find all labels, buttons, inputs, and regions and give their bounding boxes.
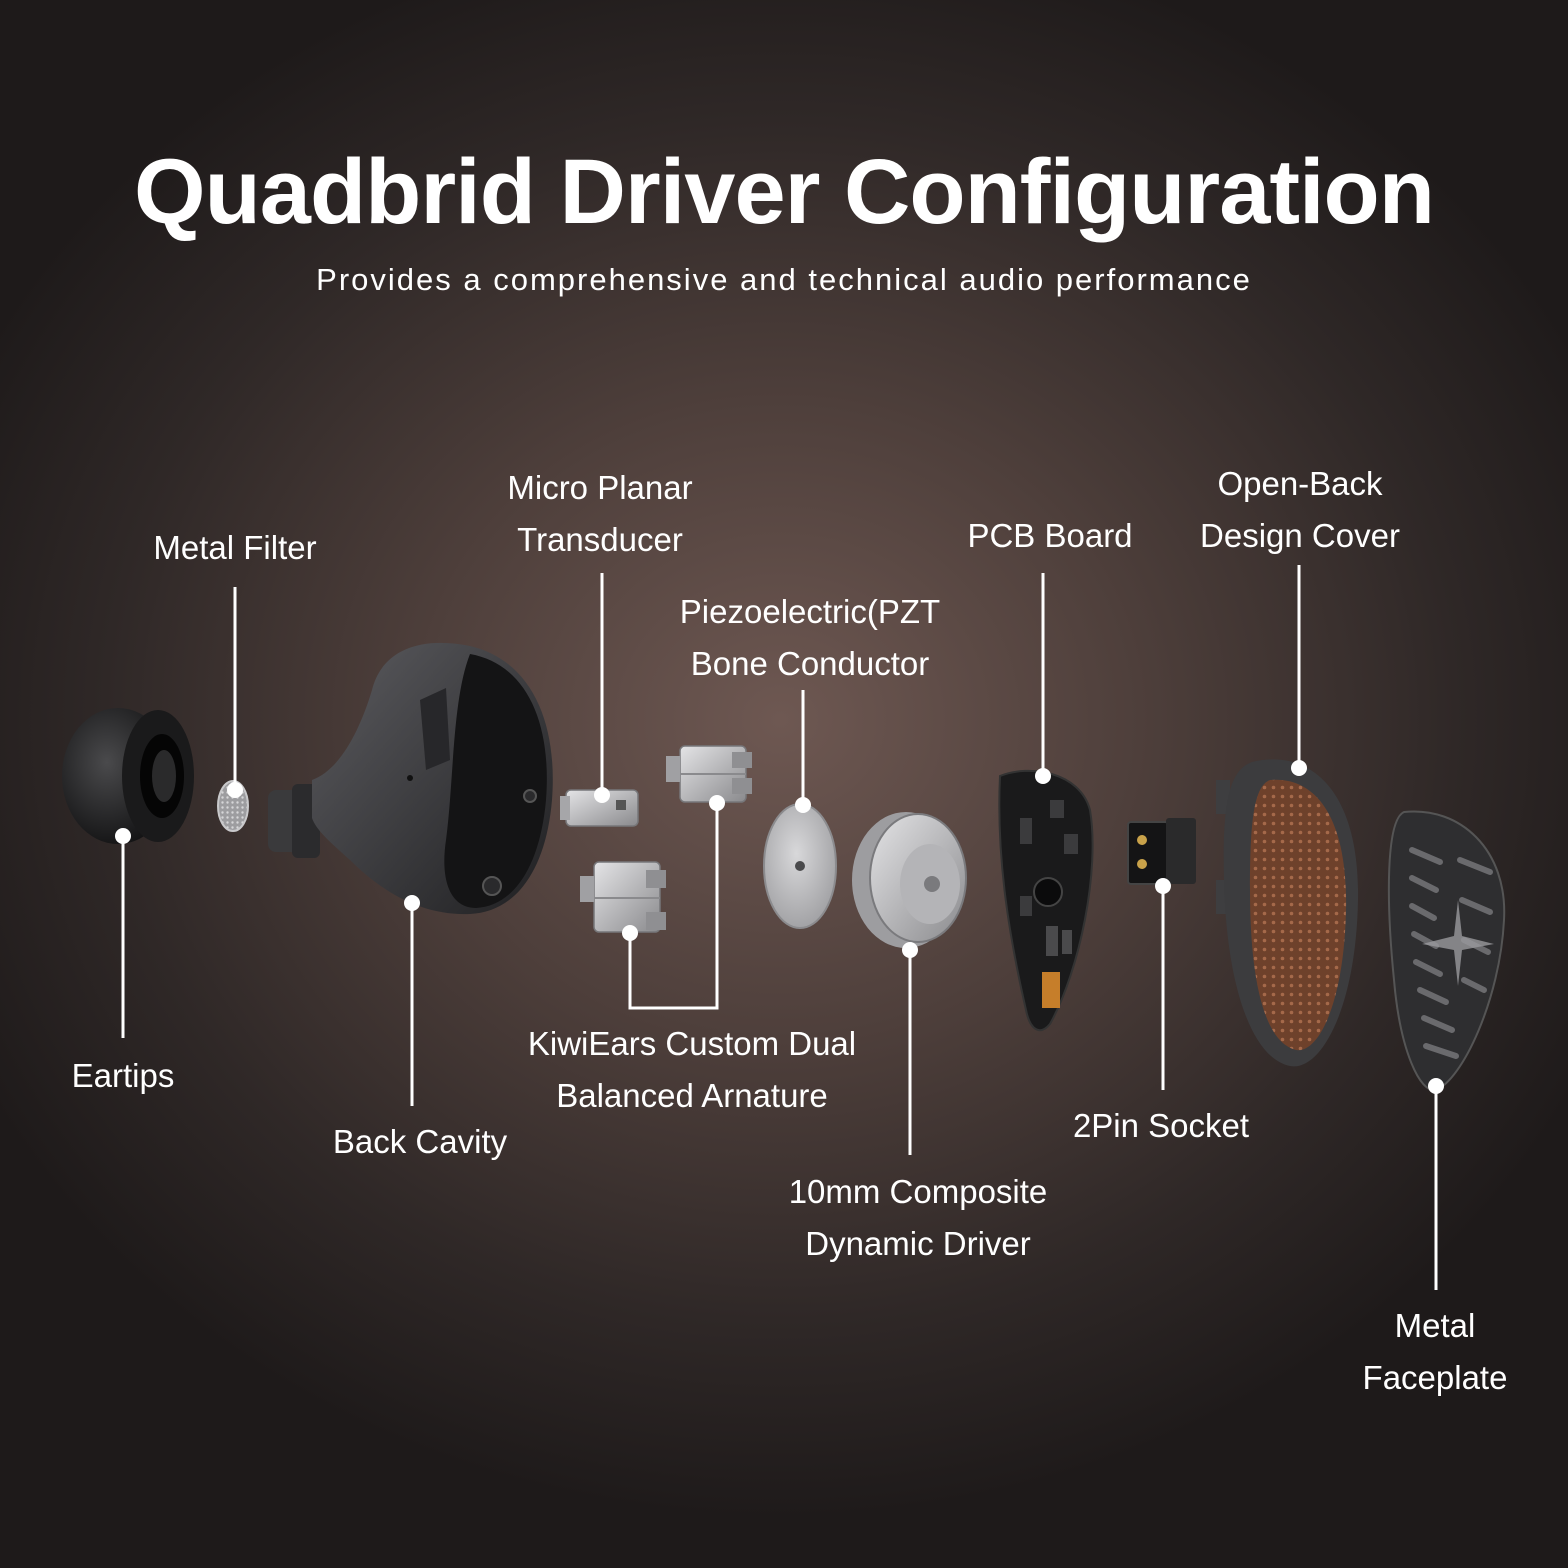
anchor-dot-faceplate bbox=[1428, 1078, 1444, 1094]
anchor-dot-piezo bbox=[795, 797, 811, 813]
back-cavity-part bbox=[268, 642, 553, 915]
pin-socket-part bbox=[1127, 818, 1196, 885]
anchor-dot-eartips bbox=[115, 828, 131, 844]
anchor-dot-back-cavity bbox=[404, 895, 420, 911]
dynamic-driver-part bbox=[852, 812, 967, 948]
open-back-cover-part bbox=[1216, 759, 1359, 1067]
balanced-armature-lower bbox=[580, 861, 666, 933]
label-metal-filter: Metal Filter bbox=[153, 529, 317, 566]
label-faceplate: Metal Faceplate bbox=[1362, 1307, 1508, 1396]
micro-planar-part bbox=[560, 789, 639, 827]
balanced-armature-upper bbox=[666, 745, 752, 803]
label-dynamic-driver: 10mm Composite Dynamic Driver bbox=[788, 1173, 1048, 1262]
anchor-dot-ba-lower bbox=[622, 925, 638, 941]
label-micro-planar: Micro Planar Transducer bbox=[507, 469, 693, 558]
eartip-part bbox=[62, 708, 194, 844]
label-open-back: Open-Back Design Cover bbox=[1200, 465, 1400, 554]
anchor-dot-pin-socket bbox=[1155, 878, 1171, 894]
label-back-cavity: Back Cavity bbox=[332, 1123, 508, 1160]
label-pcb-board: PCB Board bbox=[967, 517, 1133, 554]
anchor-dot-ba-upper bbox=[709, 795, 725, 811]
anchor-dot-micro-planar bbox=[594, 787, 610, 803]
piezo-disc-part bbox=[763, 803, 837, 929]
label-balanced-armature: KiwiEars Custom Dual Balanced Arnature bbox=[527, 1025, 857, 1114]
pcb-board-part bbox=[998, 769, 1094, 1032]
anchor-dot-metal-filter bbox=[227, 782, 243, 798]
anchor-dot-pcb-board bbox=[1035, 768, 1051, 784]
label-pin-socket: 2Pin Socket bbox=[1072, 1107, 1250, 1144]
leader-line-balanced-armature bbox=[628, 803, 719, 1010]
page-subtitle: Provides a comprehensive and technical a… bbox=[316, 262, 1252, 297]
label-piezo: Piezoelectric(PZT Bone Conductor bbox=[679, 593, 941, 682]
anchor-dot-dynamic-driver bbox=[902, 942, 918, 958]
page-title: Quadbrid Driver Configuration bbox=[134, 141, 1435, 243]
anchor-dot-open-back bbox=[1291, 760, 1307, 776]
label-eartips: Eartips bbox=[71, 1057, 175, 1094]
metal-faceplate-part bbox=[1387, 810, 1506, 1092]
